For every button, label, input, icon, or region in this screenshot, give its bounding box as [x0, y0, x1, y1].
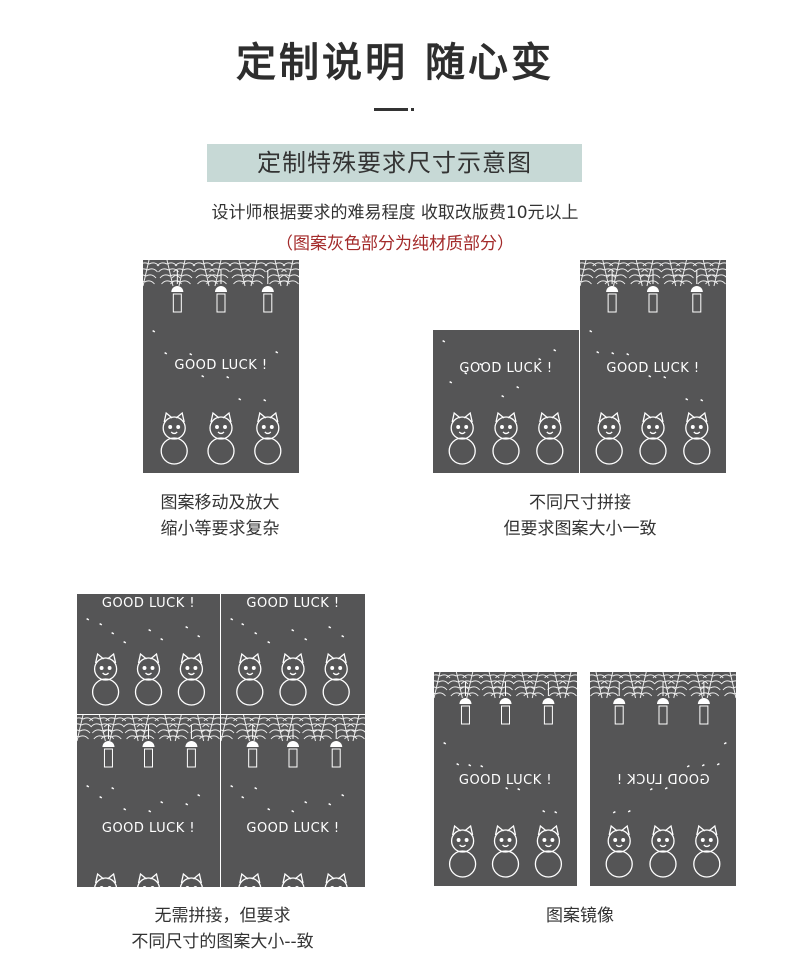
good-luck-label: GOOD LUCK ! [246, 821, 340, 836]
mirror-flipped-panel: GOOD LUCK ! [590, 672, 736, 886]
description-text: 设计师根据要求的难易程度 收取改版费10元以上 [211, 203, 579, 223]
good-luck-label: GOOD LUCK ! [174, 358, 268, 373]
material-note: （图案灰色部分为纯材质部分） [276, 234, 514, 254]
tile-top-right: GOOD LUCK ! [221, 594, 365, 714]
leaves-top-icon [143, 260, 299, 465]
caption-no-splice-line2: 不同尺寸的图案大小--致 [131, 932, 314, 952]
caption-move-scale: 图案移动及放大 缩小等要求复杂 [130, 490, 310, 542]
caption-no-splice: 无需拼接，但要求 不同尺寸的图案大小--致 [100, 903, 345, 955]
motif-full-icon [590, 672, 736, 878]
leaves-bells-icon [77, 715, 220, 887]
lucky-cats-icon [442, 340, 564, 465]
caption-mirror: 图案镜像 [546, 906, 614, 926]
leaves-bells-icon [221, 715, 365, 887]
good-luck-label: GOOD LUCK ! [246, 596, 340, 611]
good-luck-label: GOOD LUCK ! [458, 773, 553, 788]
example-diff-size-small-panel: GOOD LUCK ! [433, 330, 579, 473]
tile-bottom-right: GOOD LUCK ! [221, 715, 365, 887]
good-luck-label: GOOD LUCK ! [101, 596, 196, 611]
example-move-scale-panel: GOOD LUCK ! [143, 260, 299, 473]
motif-full-icon [434, 672, 577, 878]
section-subtitle: 定制特殊要求尺寸示意图 [207, 144, 582, 182]
lucky-cats-icon [86, 618, 206, 706]
mirror-original-panel: GOOD LUCK ! [434, 672, 577, 886]
tile-top-left: GOOD LUCK ! [77, 594, 220, 714]
example-diff-size-large-panel: GOOD LUCK ! [580, 260, 726, 473]
caption-diff-size: 不同尺寸拼接 但要求图案大小一致 [470, 490, 690, 542]
caption-diff-size-line1: 不同尺寸拼接 [529, 493, 631, 513]
lucky-cats-icon [230, 618, 350, 706]
title-divider [374, 108, 408, 111]
good-luck-mirrored-label: GOOD LUCK ! [616, 773, 710, 788]
title-divider-dot [411, 108, 414, 111]
caption-no-splice-line1: 无需拼接，但要求 [154, 906, 291, 926]
good-luck-label: GOOD LUCK ! [606, 361, 700, 376]
page-title: 定制说明 随心变 [236, 40, 554, 86]
tile-bottom-left: GOOD LUCK ! [77, 715, 220, 887]
caption-move-scale-line2: 缩小等要求复杂 [160, 519, 280, 539]
good-luck-label: GOOD LUCK ! [101, 821, 196, 836]
good-luck-label: GOOD LUCK ! [459, 361, 553, 376]
caption-diff-size-line2: 但要求图案大小一致 [503, 519, 657, 539]
caption-move-scale-line1: 图案移动及放大 [160, 493, 280, 513]
motif-full-icon [580, 260, 726, 465]
